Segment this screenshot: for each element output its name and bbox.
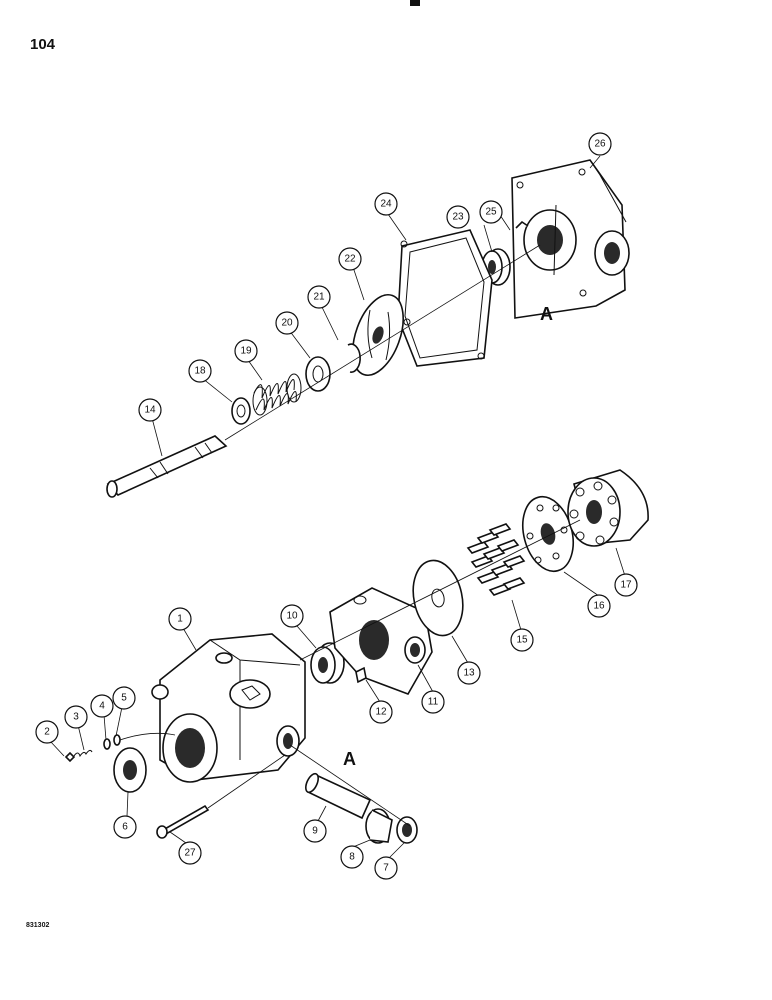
svg-text:16: 16 [593, 601, 605, 612]
reference-letter-upper: A [540, 304, 553, 324]
callout-7: 7 [374, 856, 398, 880]
figure-code: 831302 [26, 922, 50, 929]
part-drive-shaft [106, 435, 228, 498]
callout-6: 6 [113, 815, 137, 839]
svg-text:13: 13 [463, 668, 475, 679]
svg-text:10: 10 [286, 611, 298, 622]
svg-text:17: 17 [620, 580, 632, 591]
svg-text:4: 4 [99, 701, 105, 712]
part-piston-set [466, 523, 526, 596]
callout-8: 8 [340, 845, 364, 869]
svg-text:3: 3 [73, 712, 79, 723]
svg-text:15: 15 [516, 635, 528, 646]
part-spring [252, 373, 302, 416]
callout-12: 12 [369, 700, 393, 724]
page-number: 104 [30, 36, 56, 53]
page-top-mark [410, 0, 420, 6]
callout-1: 1 [168, 607, 192, 631]
callout-2: 2 [35, 720, 59, 744]
callout-15: 15 [510, 628, 534, 652]
callout-26: 26 [588, 132, 612, 156]
part-end-cover [511, 159, 630, 319]
part-gasket [397, 229, 493, 367]
assembly-axis-upper [224, 244, 541, 441]
part-housing-bolt [156, 804, 210, 839]
part-washer-small [231, 397, 251, 425]
assembly-axis-lower [299, 519, 581, 661]
callout-10: 10 [280, 604, 304, 628]
leader-pin-axis [289, 744, 411, 827]
callout-9: 9 [303, 819, 327, 843]
callout-20: 20 [275, 311, 299, 335]
callout-leaders [49, 155, 626, 860]
reference-letter-lower: A [343, 749, 356, 769]
svg-text:8: 8 [349, 852, 355, 863]
part-pintle-pin [305, 772, 372, 820]
svg-text:27: 27 [184, 848, 196, 859]
part-snap-ring [347, 343, 361, 373]
svg-text:20: 20 [281, 318, 293, 329]
svg-text:12: 12 [375, 707, 387, 718]
svg-text:19: 19 [240, 346, 252, 357]
callout-27: 27 [178, 841, 202, 865]
part-retainer-plate [522, 495, 574, 573]
svg-text:22: 22 [344, 254, 356, 265]
callout-16: 16 [587, 594, 611, 618]
svg-text:14: 14 [144, 405, 156, 416]
callout-17: 17 [614, 573, 638, 597]
callout-18: 18 [188, 359, 212, 383]
svg-text:5: 5 [121, 693, 127, 704]
part-pin-seal [396, 816, 418, 844]
callout-21: 21 [307, 285, 331, 309]
part-bearing-lower [310, 642, 345, 684]
callout-24: 24 [374, 192, 398, 216]
leader-screw-axis [119, 732, 176, 741]
part-cylinder-barrel [567, 469, 649, 547]
svg-text:21: 21 [313, 292, 325, 303]
callout-23: 23 [446, 205, 470, 229]
svg-text:11: 11 [428, 697, 439, 708]
svg-text:7: 7 [383, 863, 389, 874]
callout-11: 11 [421, 690, 445, 714]
svg-text:23: 23 [452, 212, 464, 223]
leader-bolt-axis [207, 754, 286, 809]
svg-text:24: 24 [380, 199, 392, 210]
callout-5: 5 [112, 686, 136, 710]
callout-13: 13 [457, 661, 481, 685]
callout-22: 22 [338, 247, 362, 271]
part-swashplate [329, 587, 433, 695]
svg-text:18: 18 [194, 366, 206, 377]
part-adjust-screw-set [64, 734, 121, 763]
part-washer [305, 356, 331, 392]
svg-text:9: 9 [312, 826, 318, 837]
callout-19: 19 [234, 339, 258, 363]
part-pump-housing [151, 633, 306, 783]
part-dowel-pin-upper [515, 220, 529, 229]
part-bushing [365, 808, 393, 844]
part-dowel-pin-lower [355, 666, 367, 684]
svg-text:6: 6 [122, 822, 128, 833]
callout-4: 4 [90, 694, 114, 718]
svg-text:26: 26 [594, 139, 606, 150]
svg-text:2: 2 [44, 727, 50, 738]
callout-25: 25 [479, 200, 503, 224]
part-port-plate [352, 294, 404, 376]
callout-14: 14 [138, 398, 162, 422]
svg-text:1: 1 [177, 614, 183, 625]
callout-3: 3 [64, 705, 88, 729]
part-shaft-seal [113, 747, 147, 793]
svg-text:25: 25 [485, 207, 497, 218]
